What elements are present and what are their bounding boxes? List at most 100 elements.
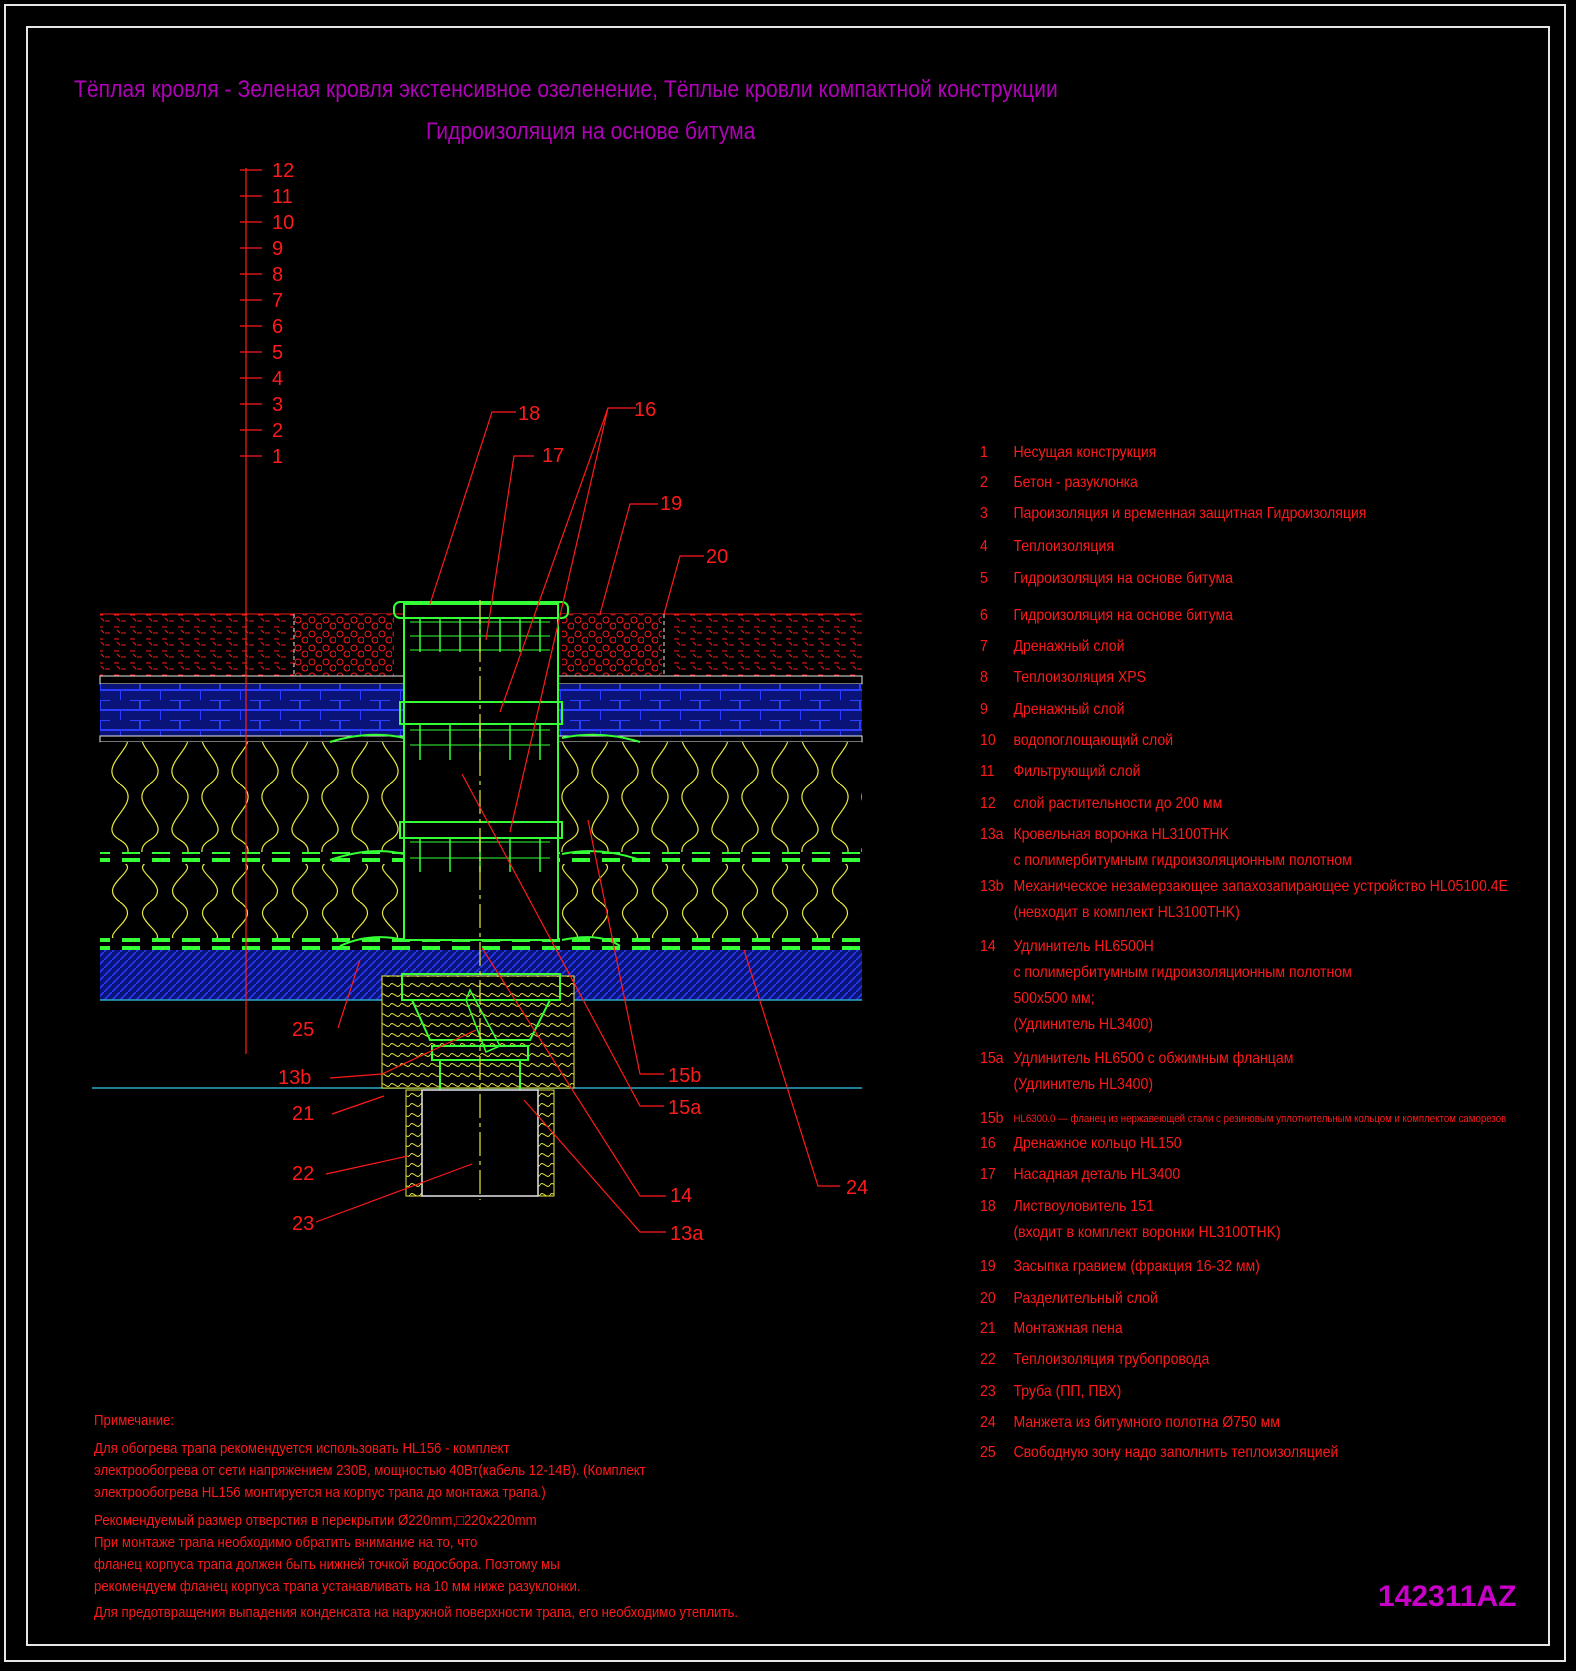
layer-axis-ticks	[240, 169, 262, 457]
legend-text: Разделительный слой	[1013, 1290, 1158, 1307]
legend-number: 4	[980, 538, 988, 555]
legend-text: (входит в комплект воронки HL3100THK)	[1013, 1224, 1281, 1241]
layer-tick-label: 6	[272, 316, 283, 338]
legend-number: 18	[980, 1198, 996, 1215]
leader-lines	[315, 407, 840, 1233]
legend-text: Пароизоляция и временная защитная Гидрои…	[1013, 505, 1367, 522]
callout-24: 24	[846, 1177, 868, 1199]
layer-tick-label: 8	[272, 264, 283, 286]
callout-19: 19	[660, 493, 682, 515]
drawing-frame-outer	[4, 4, 1566, 1662]
note-line: электрообогрева от сети напряжением 230В…	[94, 1462, 646, 1479]
legend-text: Несущая конструкция	[1013, 444, 1157, 461]
legend-text: Труба (ПП, ПВХ)	[1013, 1383, 1122, 1400]
legend-number: 12	[980, 795, 996, 812]
legend-number: 16	[980, 1135, 996, 1152]
legend-number: 15b	[980, 1110, 1004, 1127]
legend-text: Дренажный слой	[1013, 638, 1125, 655]
layer-tick-label: 9	[272, 238, 283, 260]
legend-text: Насадная деталь HL3400	[1013, 1166, 1181, 1183]
callout-13a: 13a	[670, 1223, 704, 1245]
legend-text: Теплоизоляция	[1013, 538, 1114, 555]
legend-text: Манжета из битумного полотна Ø750 мм	[1013, 1414, 1280, 1431]
note-line: Для обогрева трапа рекомендуется использ…	[94, 1440, 510, 1457]
legend-number: 8	[980, 669, 988, 686]
legend-text: (невходит в комплект HL3100THK)	[1013, 904, 1240, 921]
roof-drain-assembly	[329, 601, 641, 1119]
vegetation-layer-right	[670, 614, 862, 676]
note-line: Рекомендуемый размер отверстия в перекры…	[94, 1512, 537, 1529]
layer-tick-label: 4	[272, 368, 283, 390]
callout-15b: 15b	[668, 1065, 701, 1087]
gravel-fill-right	[562, 614, 662, 682]
legend-number: 25	[980, 1444, 996, 1461]
legend-text: Механическое незамерзающее запахозапираю…	[1013, 878, 1508, 895]
legend-text: Листвоуловитель 151	[1013, 1198, 1154, 1215]
legend-number: 24	[980, 1414, 996, 1431]
legend-text: Засыпка гравием (фракция 16-32 мм)	[1013, 1258, 1260, 1275]
legend-number: 6	[980, 607, 988, 624]
legend-number: 10	[980, 732, 996, 749]
legend-number: 13b	[980, 878, 1004, 895]
callout-14: 14	[670, 1185, 692, 1207]
legend-number: 19	[980, 1258, 996, 1275]
drawing-code: 142311AZ	[1378, 1580, 1517, 1613]
callout-18: 18	[518, 403, 540, 425]
callout-15a: 15a	[668, 1097, 702, 1119]
layer-tick-label: 5	[272, 342, 283, 364]
legend-number: 15a	[980, 1050, 1004, 1067]
legend-number: 1	[980, 444, 988, 461]
legend-text: Бетон - разуклонка	[1013, 474, 1138, 491]
callout-13b: 13b	[278, 1067, 311, 1089]
legend-text: HL6300.0 — фланец из нержавеющей стали с…	[1013, 1113, 1507, 1125]
callout-17: 17	[542, 445, 564, 467]
legend-text: 500x500 мм;	[1013, 990, 1095, 1007]
legend-text: (Удлинитель HL3400)	[1013, 1076, 1154, 1093]
drawing-subtitle: Гидроизоляция на основе битума	[426, 118, 756, 145]
legend-text: Дренажный слой	[1013, 701, 1125, 718]
legend-number: 3	[980, 505, 988, 522]
legend-number: 21	[980, 1320, 996, 1337]
legend-text: Теплоизоляция трубопровода	[1013, 1351, 1210, 1368]
legend-text: Свободную зону надо заполнить теплоизоля…	[1013, 1444, 1339, 1461]
note-line: рекомендуем фланец корпуса трапа устанав…	[94, 1578, 581, 1595]
legend-text: водопоглощающий слой	[1013, 732, 1174, 749]
gravel-fill-left	[294, 614, 394, 682]
legend-text: Гидроизоляция на основе битума	[1013, 570, 1233, 587]
legend-text: Фильтрующий слой	[1013, 763, 1141, 780]
pipe-insulation-right	[537, 1089, 555, 1197]
legend-number: 22	[980, 1351, 996, 1368]
legend-text: Удлинитель HL6500 с обжимным фланцам	[1013, 1050, 1294, 1067]
layer-tick-label: 12	[272, 160, 294, 182]
drawing-frame-inner	[26, 26, 1550, 1646]
callout-22: 22	[292, 1163, 314, 1185]
note-line: Для предотвращения выпадения конденсата …	[94, 1604, 738, 1621]
callout-23: 23	[292, 1213, 314, 1235]
bitumen-waterproofing-lower	[100, 938, 862, 950]
legend-text: Теплоизоляция XPS	[1013, 669, 1147, 686]
legend-text: слой растительности до 200 мм	[1013, 795, 1223, 812]
legend-number: 20	[980, 1290, 996, 1307]
layer-tick-label: 11	[272, 186, 293, 208]
legend-number: 5	[980, 570, 988, 587]
legend-number: 17	[980, 1166, 996, 1183]
legend-number: 13a	[980, 826, 1004, 843]
legend-text: Кровельная воронка HL3100THK	[1013, 826, 1229, 843]
legend-number: 23	[980, 1383, 996, 1400]
legend-text: с полимербитумным гидроизоляционным поло…	[1013, 964, 1352, 981]
legend-text: с полимербитумным гидроизоляционным поло…	[1013, 852, 1352, 869]
legend-number: 14	[980, 938, 996, 955]
callout-25: 25	[292, 1019, 314, 1041]
layer-tick-label: 3	[272, 394, 283, 416]
note-line: фланец корпуса трапа должен быть нижней …	[94, 1556, 560, 1573]
callout-20: 20	[706, 546, 728, 568]
drawing-title: Тёплая кровля - Зеленая кровля экстенсив…	[74, 76, 1058, 103]
callout-16: 16	[634, 399, 656, 421]
legend-number: 11	[980, 763, 995, 780]
note-line: электрообогрева HL156 монтируется на кор…	[94, 1484, 546, 1501]
legend-text: Монтажная пена	[1013, 1320, 1123, 1337]
layer-tick-label: 1	[272, 446, 283, 468]
